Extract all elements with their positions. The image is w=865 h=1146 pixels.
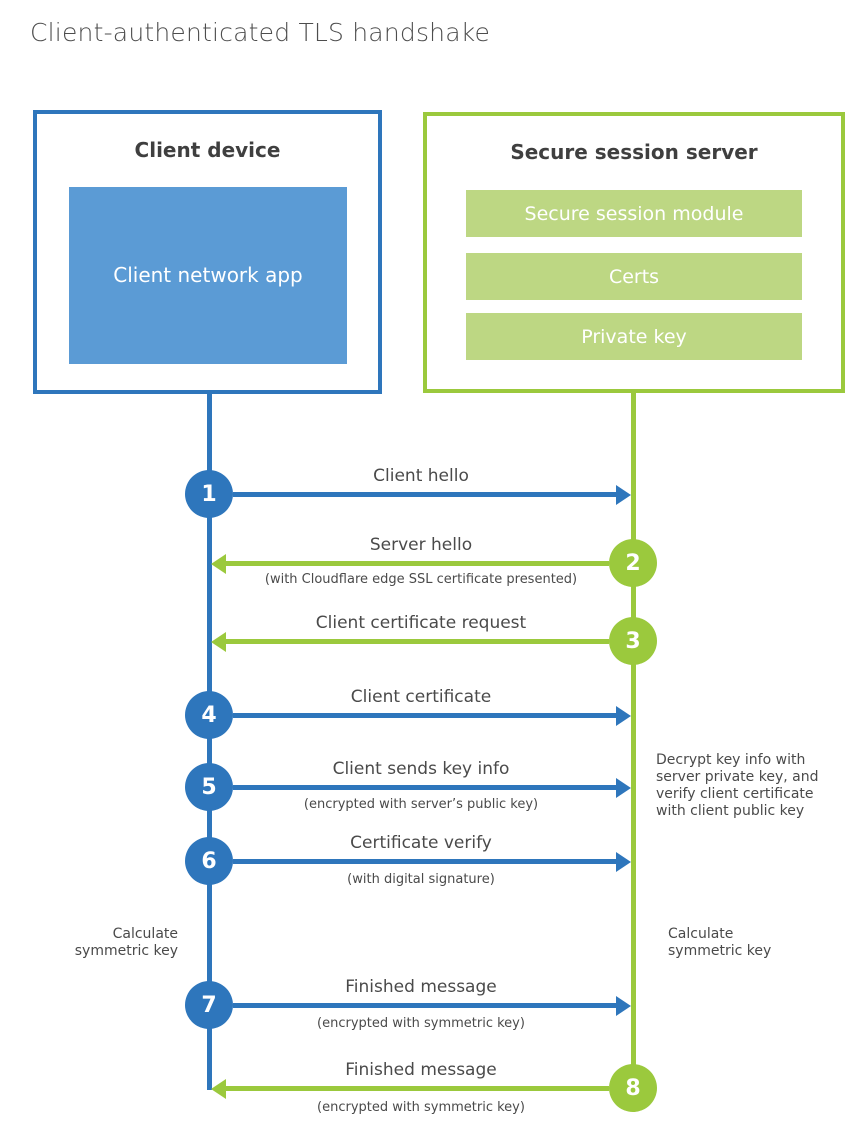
certs-bar: Certs: [466, 253, 802, 300]
step-circle-5: 5: [185, 763, 233, 811]
step-circle-7: 7: [185, 981, 233, 1029]
note-calculate-symmetric-key-client: Calculate symmetric key: [74, 926, 178, 959]
secure-session-module-bar: Secure session module: [466, 190, 802, 237]
server-lifeline: [631, 391, 636, 1090]
step-circle-3: 3: [609, 617, 657, 665]
arrow-client-certificate: [233, 713, 616, 718]
step-circle-8: 8: [609, 1064, 657, 1112]
arrow-server-hello: [226, 561, 609, 566]
step-circle-1: 1: [185, 470, 233, 518]
sublabel-certificate-verify: (with digital signature): [347, 872, 495, 887]
client-network-app-block: Client network app: [69, 187, 347, 364]
step-circle-2: 2: [609, 539, 657, 587]
private-key-bar: Private key: [466, 313, 802, 360]
label-client-certificate: Client certificate: [350, 687, 492, 707]
step-circle-6: 6: [185, 837, 233, 885]
sublabel-client-sends-key-info: (encrypted with server’s public key): [303, 797, 539, 812]
sublabel-server-hello: (with Cloudflare edge SSL certificate pr…: [264, 572, 578, 587]
secure-session-server-box: Secure session server Secure session mod…: [423, 112, 845, 393]
note-decrypt-key-info: Decrypt key info with server private key…: [656, 752, 819, 819]
label-finished-message-client: Finished message: [345, 977, 497, 997]
arrow-client-sends-key-info: [233, 785, 616, 790]
arrow-client-certificate-request: [226, 639, 609, 644]
label-finished-message-server: Finished message: [345, 1060, 497, 1080]
secure-session-server-title: Secure session server: [510, 140, 758, 164]
page-title: Client-authenticated TLS handshake: [30, 18, 491, 47]
client-device-box: Client device Client network app: [33, 110, 382, 394]
sublabel-finished-message-server: (encrypted with symmetric key): [317, 1100, 525, 1115]
client-lifeline: [207, 392, 212, 1090]
arrow-client-hello: [233, 492, 616, 497]
sublabel-finished-message-client: (encrypted with symmetric key): [317, 1016, 525, 1031]
arrow-finished-message-server: [226, 1086, 609, 1091]
label-certificate-verify: Certificate verify: [350, 833, 492, 853]
client-device-title: Client device: [134, 138, 281, 162]
label-server-hello: Server hello: [369, 535, 473, 555]
client-network-app-label: Client network app: [113, 263, 303, 287]
note-calculate-symmetric-key-server: Calculate symmetric key: [668, 926, 772, 959]
step-circle-4: 4: [185, 691, 233, 739]
label-client-certificate-request: Client certificate request: [315, 613, 527, 633]
label-client-hello: Client hello: [373, 466, 469, 486]
arrow-certificate-verify: [233, 859, 616, 864]
label-client-sends-key-info: Client sends key info: [332, 759, 510, 779]
arrow-finished-message-client: [233, 1003, 616, 1008]
